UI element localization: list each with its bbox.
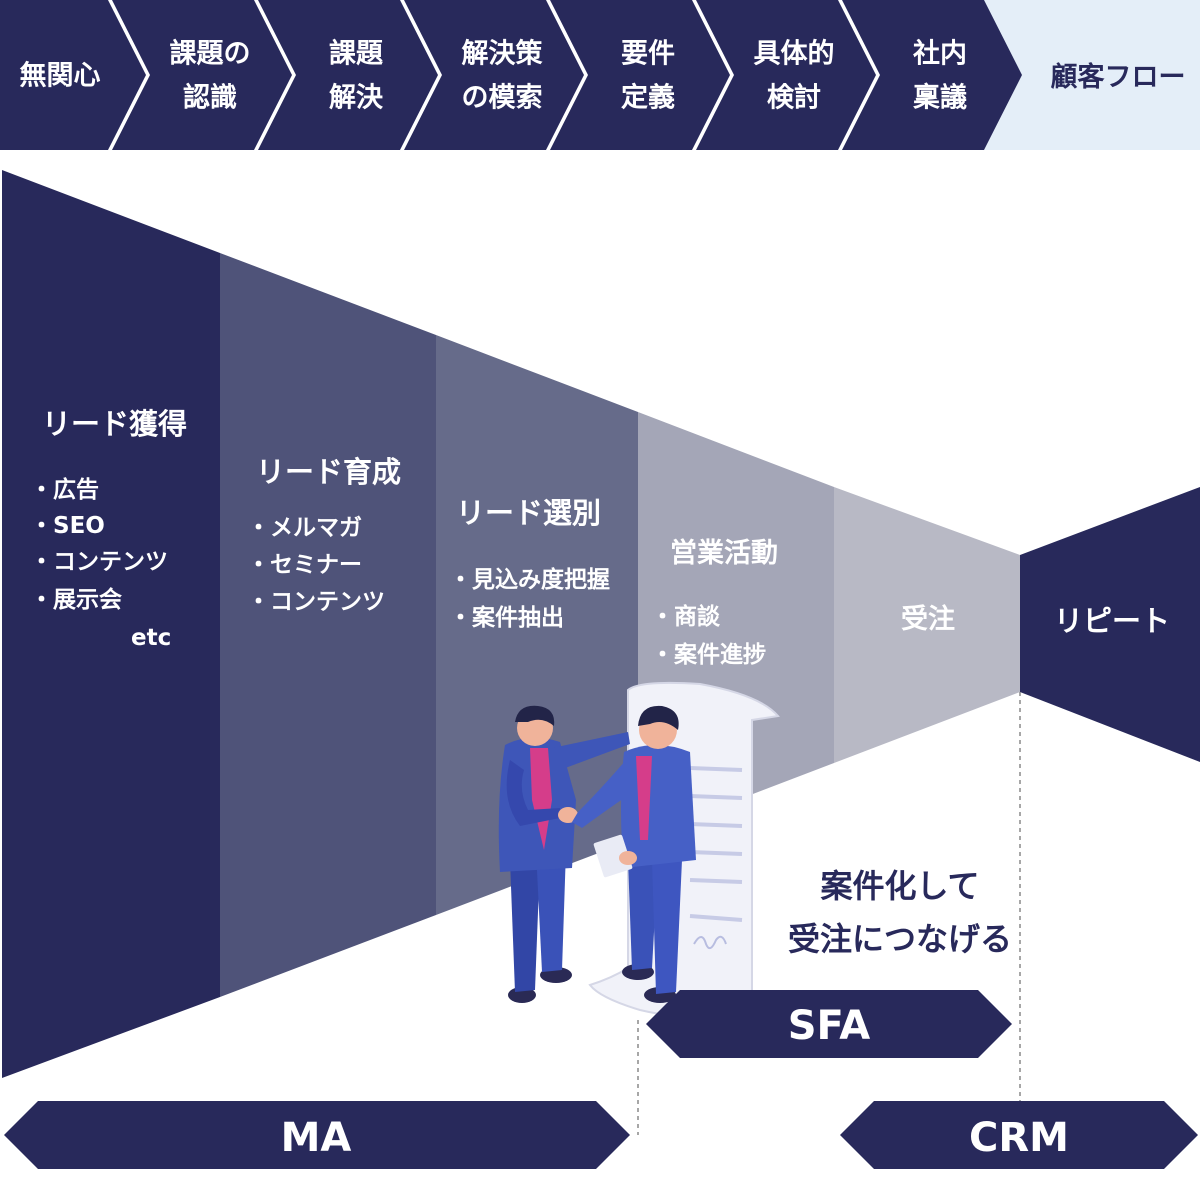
document-lines — [689, 766, 743, 922]
process-step-label: 具体的 — [754, 38, 835, 70]
stage1-item: ・コンテンツ — [30, 549, 168, 575]
tool-sfa: SFA — [646, 990, 1012, 1058]
sfa-label: SFA — [788, 1003, 871, 1049]
process-step-label: 解決 — [329, 83, 384, 114]
process-step-chevron — [258, 0, 438, 150]
guide-lines — [637, 692, 1021, 1135]
funnel-stage-lead-acquisition — [2, 170, 220, 1078]
message: 案件化して 受注につなげる — [788, 867, 1012, 958]
stage4-item: ・案件進捗 — [651, 641, 766, 668]
businessman-right — [572, 705, 696, 1003]
process-step-chevron — [842, 0, 1022, 150]
crm-label: CRM — [969, 1115, 1069, 1161]
funnel-stage-lead-qualification — [436, 335, 638, 915]
stage-title-repeat: リピート — [1054, 604, 1170, 638]
funnel-stage-lead-nurturing — [220, 253, 436, 997]
stage-texts: リード獲得 ・広告 ・SEO ・コンテンツ ・展示会 etc リード育成 ・メル… — [30, 407, 1170, 668]
process-step-chevron — [550, 0, 730, 150]
stage-title-sales-activity: 営業活動 — [670, 537, 778, 569]
message-line-1: 案件化して — [820, 867, 979, 905]
funnel-stage-repeat — [1020, 487, 1200, 762]
funnel-stage-order — [834, 487, 1020, 763]
ma-arrow — [4, 1101, 630, 1169]
process-step-chevron — [404, 0, 584, 150]
process-step-label: 課題 — [329, 38, 384, 70]
ma-label: MA — [281, 1115, 352, 1161]
businessman-left — [498, 705, 630, 1003]
process-step-chevron — [0, 0, 146, 150]
stage1-item: ・SEO — [30, 513, 105, 539]
tool-crm: CRM — [840, 1101, 1198, 1169]
process-step-label: 認識 — [183, 82, 237, 114]
process-step-label: 課題の — [170, 38, 251, 70]
stage3-item: ・案件抽出 — [449, 604, 564, 631]
stage1-item: ・広告 — [30, 476, 99, 503]
crm-arrow — [840, 1101, 1198, 1169]
paper-icon — [593, 834, 633, 878]
sfa-arrow — [646, 990, 1012, 1058]
process-step-label: 社内 — [913, 38, 967, 70]
stage1-item: ・展示会 — [30, 586, 122, 613]
flow-label: 顧客フロー — [1051, 61, 1186, 93]
process-step-label: の模索 — [462, 83, 543, 114]
stage-title-lead-nurturing: リード育成 — [256, 455, 401, 489]
tool-ma: MA — [4, 1101, 630, 1169]
message-line-2: 受注につなげる — [788, 920, 1012, 958]
process-step-label: 検討 — [767, 82, 821, 114]
stage2-item: ・コンテンツ — [247, 589, 385, 615]
signature-icon — [693, 935, 727, 950]
stage-title-lead-qualification: リード選別 — [456, 496, 601, 530]
process-step-label: 定義 — [621, 82, 675, 114]
process-step-label: 解決策 — [462, 38, 544, 70]
process-step-chevron — [696, 0, 876, 150]
stage2-item: ・メルマガ — [247, 515, 362, 541]
process-step-label: 稟議 — [913, 82, 967, 114]
stage1-note: etc — [131, 625, 171, 651]
funnel — [2, 170, 1200, 1078]
stage-title-lead-acquisition: リード獲得 — [42, 407, 187, 441]
process-step-chevron — [112, 0, 292, 150]
business-handshake-illustration — [498, 681, 780, 1019]
stage3-item: ・見込み度把握 — [449, 566, 610, 593]
process-step-label: 無関心 — [20, 61, 101, 92]
stage-title-order: 受注 — [901, 603, 955, 635]
process-step-label: 要件 — [621, 39, 675, 70]
stage4-item: ・商談 — [651, 603, 721, 630]
stage2-item: ・セミナー — [247, 552, 362, 578]
